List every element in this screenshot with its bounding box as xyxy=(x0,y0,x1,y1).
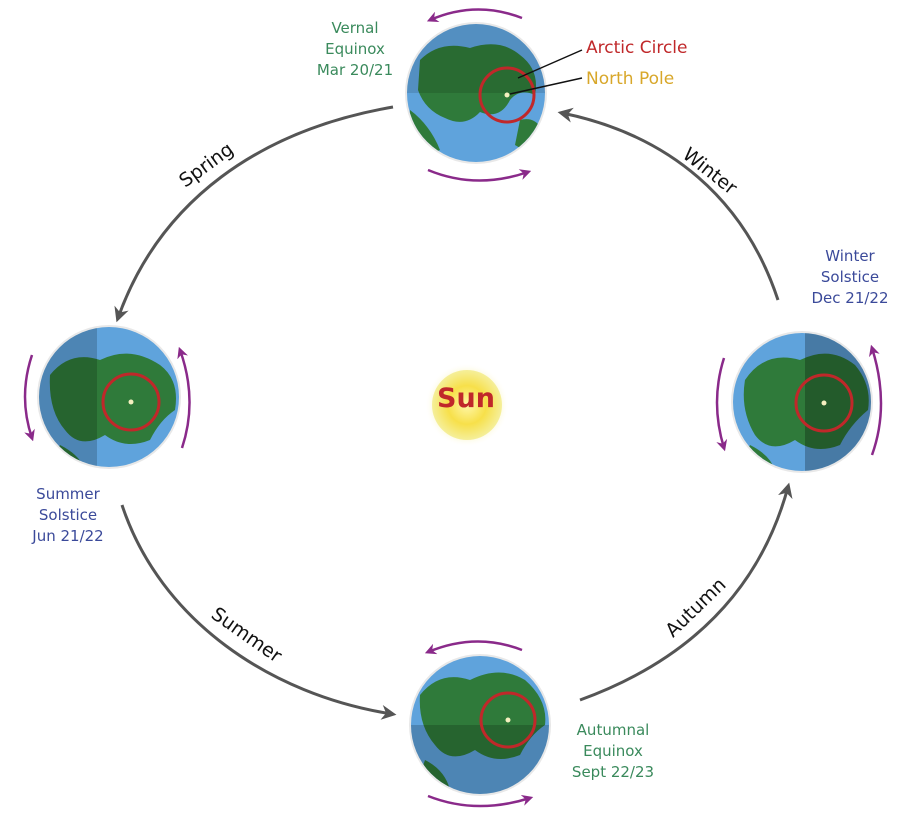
earth-autumnal-equinox xyxy=(409,654,551,796)
sun xyxy=(425,363,509,447)
north-pole-dot xyxy=(128,399,134,405)
summer-line-2: Solstice xyxy=(38,506,98,524)
vernal-line-1: Vernal xyxy=(331,19,379,37)
summer-line-1: Summer xyxy=(36,485,100,503)
orbit-arrows xyxy=(114,105,793,720)
sun-label: Sun xyxy=(437,383,495,414)
arctic-circle-label: Arctic Circle xyxy=(586,38,688,58)
summer-solstice-label: Summer Solstice Jun 21/22 xyxy=(18,484,118,547)
vernal-date: Mar 20/21 xyxy=(316,61,394,79)
north-pole-label: North Pole xyxy=(586,69,675,89)
season-label-winter: Winter xyxy=(678,143,741,199)
summer-orbit-arrow xyxy=(120,504,397,720)
rotation-arrows xyxy=(23,8,883,808)
rotation-arrow xyxy=(177,346,191,449)
rotation-arrow xyxy=(427,168,532,182)
north-pole-dot xyxy=(821,400,827,406)
autumnal-line-1: Autumnal xyxy=(576,721,650,739)
winter-orbit-arrow xyxy=(557,107,780,301)
spring-orbit-arrow xyxy=(114,105,394,323)
winter-line-2: Solstice xyxy=(820,268,880,286)
autumnal-equinox-label: Autumnal Equinox Sept 22/23 xyxy=(558,720,668,783)
winter-solstice-label: Winter Solstice Dec 21/22 xyxy=(800,246,900,309)
arctic-circle-ring xyxy=(478,66,536,124)
autumnal-line-2: Equinox xyxy=(583,742,643,760)
rotation-arrow xyxy=(715,357,728,452)
north-pole-dot xyxy=(504,92,510,98)
north-pole-dot xyxy=(505,717,511,723)
arctic-circle-ring xyxy=(794,373,854,433)
winter-line-1: Winter xyxy=(825,247,875,265)
vernal-equinox-label: Vernal Equinox Mar 20/21 xyxy=(300,18,410,81)
rotation-arrow xyxy=(427,794,534,808)
earth-vernal-equinox xyxy=(405,22,547,164)
autumnal-date: Sept 22/23 xyxy=(571,763,655,781)
callout-lines xyxy=(509,49,583,95)
season-label-summer: Summer xyxy=(207,603,286,667)
autumn-orbit-arrow xyxy=(579,482,793,702)
earth-summer-solstice xyxy=(37,325,181,469)
summer-date: Jun 21/22 xyxy=(32,527,104,545)
rotation-arrow xyxy=(869,344,883,456)
arctic-circle-ring xyxy=(479,691,537,749)
earth-winter-solstice xyxy=(731,331,873,473)
arctic-circle-ring xyxy=(101,372,161,432)
rotation-arrow xyxy=(23,354,35,442)
rotation-arrow xyxy=(426,8,523,23)
season-label-spring: Spring xyxy=(175,138,238,192)
rotation-arrow xyxy=(424,640,523,655)
winter-date: Dec 21/22 xyxy=(811,289,889,307)
season-label-autumn: Autumn xyxy=(661,574,730,642)
vernal-line-2: Equinox xyxy=(325,40,385,58)
